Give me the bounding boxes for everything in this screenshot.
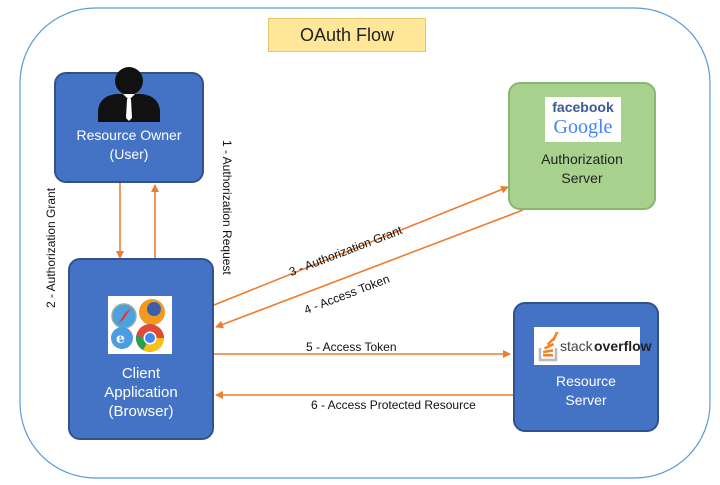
- node-client-application: e Client Application (Browser): [68, 258, 214, 440]
- auth-label-line1: Authorization: [541, 151, 623, 167]
- node-resource-owner: Resource Owner (User): [54, 67, 204, 183]
- overflow-wordmark: overflow: [594, 338, 652, 354]
- node-resource-server: stack overflow Resource Server: [513, 302, 659, 432]
- resource-label-line2: Server: [565, 392, 607, 408]
- stackoverflow-icon: [538, 332, 559, 362]
- stackoverflow-logo: stack overflow: [534, 327, 652, 365]
- google-wordmark: Google: [553, 116, 613, 138]
- outer-frame: [19, 7, 711, 479]
- facebook-google-logo: facebook Google: [545, 97, 621, 142]
- edge-label-2: 2 - Authorization Grant: [44, 187, 58, 308]
- arrow-4-access-token: [215, 209, 524, 329]
- user-icon: [98, 67, 160, 122]
- edge-label-1: 1 - Authorization Request: [220, 140, 234, 275]
- owner-label-line1: Resource Owner: [76, 127, 182, 143]
- client-label-line2: Application: [104, 384, 178, 401]
- node-authorization-server: facebook Google Authorization Server: [508, 82, 656, 210]
- facebook-wordmark: facebook: [552, 99, 614, 115]
- owner-label-line2: (User): [109, 146, 149, 162]
- edge-label-6: 6 - Access Protected Resource: [311, 398, 476, 412]
- browsers-icon: e: [108, 296, 172, 354]
- auth-label-line2: Server: [561, 170, 603, 186]
- svg-text:e: e: [116, 331, 125, 347]
- stack-wordmark: stack: [560, 338, 593, 354]
- resource-label-line1: Resource: [556, 373, 616, 389]
- arrow-3-authorization-grant: [213, 185, 509, 306]
- diagram-title: OAuth Flow: [268, 18, 426, 52]
- client-label-line3: (Browser): [108, 403, 174, 420]
- client-label-line1: Client: [121, 365, 161, 382]
- edge-label-5: 5 - Access Token: [306, 340, 397, 354]
